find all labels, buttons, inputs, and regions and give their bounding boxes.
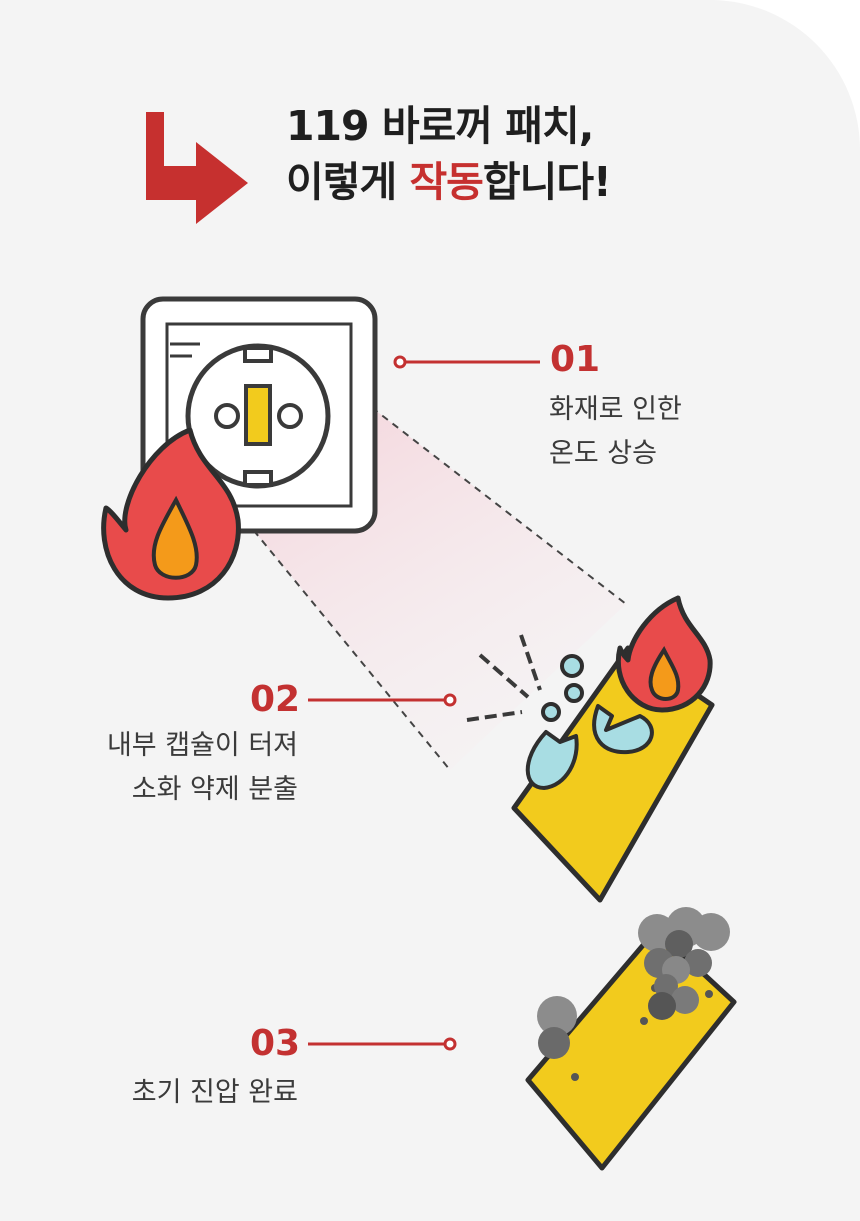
smoke-patch-icon bbox=[525, 907, 737, 1171]
step-description-line: 온도 상승 bbox=[549, 438, 657, 469]
step-description-line: 초기 진압 완료 bbox=[131, 1077, 298, 1108]
title-line-2: 이렇게 작동합니다! bbox=[286, 154, 612, 210]
connector-dot-03 bbox=[443, 1037, 457, 1051]
step-description-line: 소화 약제 분출 bbox=[131, 774, 298, 805]
page-title: 119 바로꺼 패치, 이렇게 작동합니다! bbox=[286, 98, 612, 210]
step-description-line: 내부 캡슐이 터져 bbox=[106, 730, 298, 761]
flame-icon bbox=[101, 427, 241, 601]
title-accent: 작동 bbox=[409, 158, 483, 206]
title-text: 합니다! bbox=[482, 158, 612, 206]
step-description-line: 화재로 인한 bbox=[549, 394, 682, 425]
step-number-03: 03 bbox=[250, 1023, 301, 1064]
step-number-02: 02 bbox=[250, 679, 301, 720]
title-text: 이렇게 bbox=[286, 158, 410, 206]
capsule-patch-icon bbox=[466, 595, 715, 903]
connector-dot-01 bbox=[393, 355, 407, 369]
step-description-01: 화재로 인한 온도 상승 bbox=[549, 388, 682, 476]
arrow-icon bbox=[146, 112, 248, 224]
connector-dot-02 bbox=[443, 693, 457, 707]
step-number-01: 01 bbox=[550, 339, 601, 380]
step-description-02: 내부 캡슐이 터져 소화 약제 분출 bbox=[107, 724, 298, 812]
title-line-1: 119 바로꺼 패치, bbox=[286, 102, 594, 150]
step-description-03: 초기 진압 완료 bbox=[132, 1071, 298, 1115]
